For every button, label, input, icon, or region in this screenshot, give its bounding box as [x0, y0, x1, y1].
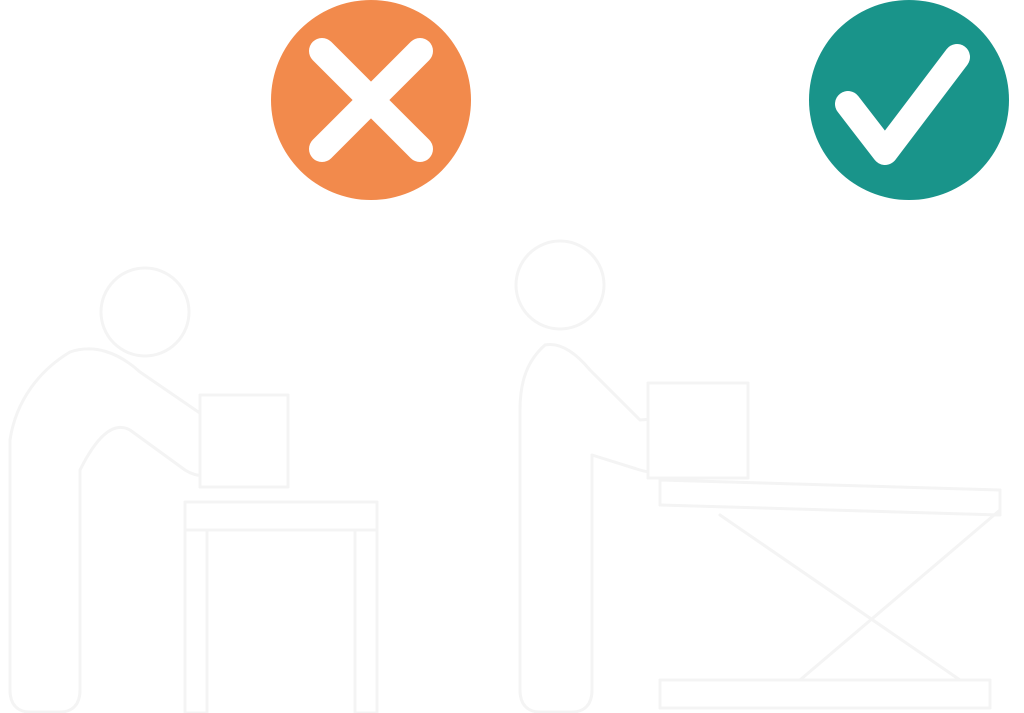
right-desk-board — [658, 478, 1002, 517]
right-person-head — [514, 239, 606, 331]
x-mark-icon — [309, 38, 433, 162]
right-desk-leg-b — [798, 508, 1002, 682]
person-at-tilted-desk-icon — [514, 239, 1002, 713]
left-desk-leg-back — [353, 528, 379, 713]
right-paper — [646, 381, 750, 480]
left-desk-top — [183, 500, 379, 532]
check-mark-icon — [835, 44, 970, 165]
right-desk-base — [658, 678, 992, 710]
right-desk-leg-a — [718, 513, 962, 682]
left-person-head — [99, 266, 191, 358]
left-paper — [198, 393, 290, 489]
left-desk-leg-front — [183, 528, 209, 713]
incorrect-badge — [271, 0, 471, 200]
correct-badge — [809, 0, 1009, 200]
person-at-flat-desk-icon — [8, 266, 379, 713]
